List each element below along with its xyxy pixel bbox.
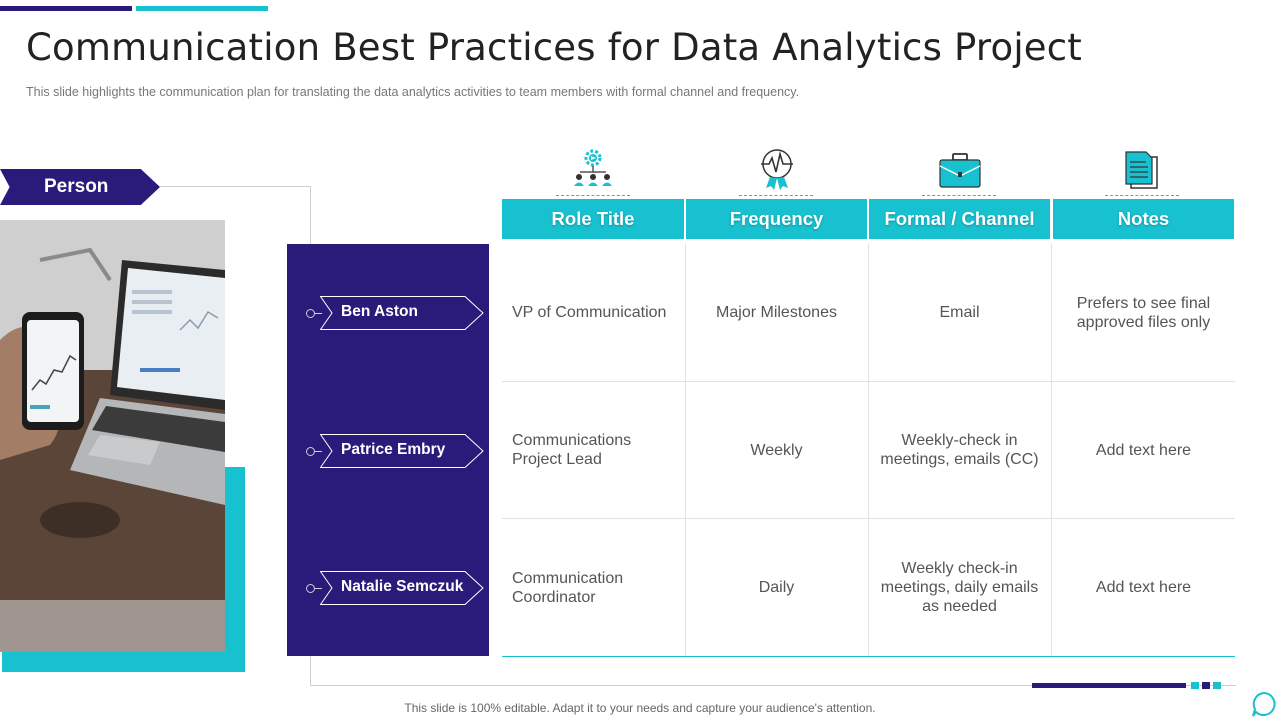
cell-channel: Weekly check-in meetings, daily emails as … (869, 519, 1050, 656)
grid-row-divider (502, 518, 1235, 519)
name-tag-natalie-semczuk (320, 571, 484, 605)
channel-line: meetings, daily emails (880, 579, 1039, 596)
connector-dot (306, 584, 315, 593)
icon-underline (922, 195, 996, 197)
cell-role: VP of Communication (512, 244, 682, 381)
channel-line: meetings, emails (CC) (880, 451, 1039, 468)
person-name: Patrice Embry (341, 441, 446, 458)
frequency-text: Major Milestones (716, 304, 837, 321)
connector-line (314, 451, 322, 452)
role-line: Communication (512, 569, 624, 587)
frequency-text: Weekly (750, 441, 803, 459)
notes-line: Prefers to see final (1076, 294, 1211, 312)
role-line: Communications (512, 432, 632, 449)
person-name: Natalie Semczuk (341, 578, 464, 595)
frequency-text: Daily (758, 579, 795, 596)
laptop-phone-photo (0, 220, 225, 652)
cell-channel: Email (869, 244, 1050, 381)
role-line: VP of Communication (512, 304, 667, 321)
table-bottom-line (502, 656, 1235, 657)
channel-line: Email (939, 304, 980, 321)
connector-dot (306, 309, 315, 318)
photo-illustration (0, 220, 225, 652)
cell-frequency: Weekly (686, 382, 867, 518)
channel-line: as needed (922, 598, 997, 615)
person-name: Ben Aston (341, 303, 418, 320)
header-frequency: Frequency (686, 199, 867, 239)
header-notes: Notes (1053, 199, 1234, 239)
icon-underline (556, 195, 630, 197)
connector-line (314, 313, 322, 314)
notes-line: approved files only (1076, 313, 1211, 331)
role-line: Project Lead (512, 451, 602, 468)
cell-notes: Add text here (1053, 382, 1234, 518)
top-accent-bar-purple (0, 6, 132, 11)
cell-frequency: Major Milestones (686, 244, 867, 381)
top-accent-bar-teal (136, 6, 268, 11)
grid-column-divider (1051, 244, 1052, 656)
cell-notes: Add text here (1053, 519, 1234, 656)
team-gear-icon (574, 149, 612, 186)
footer-accent-bar (1032, 683, 1186, 688)
notes-line: Add text here (1095, 579, 1192, 596)
role-line: Coordinator (512, 588, 596, 606)
notes-line: Add text here (1095, 441, 1192, 459)
briefcase-icon (939, 153, 981, 188)
footer-accent-square (1191, 682, 1199, 689)
frame-line-top (160, 186, 311, 187)
cell-channel: Weekly-check in meetings, emails (CC) (869, 382, 1050, 518)
icon-underline (1105, 195, 1179, 197)
chat-bubble-icon (1252, 691, 1276, 717)
name-tag-patrice-embry (320, 434, 484, 468)
person-label: Person (44, 176, 109, 197)
grid-column-divider (685, 244, 686, 656)
footer-note: This slide is 100% editable. Adapt it to… (404, 701, 876, 715)
icon-underline (739, 195, 813, 197)
slide-title: Communication Best Practices for Data An… (26, 26, 1083, 69)
connector-line (314, 588, 322, 589)
grid-row-divider (502, 381, 1235, 382)
channel-line: Weekly check-in (901, 560, 1018, 577)
footer-accent-square (1213, 682, 1221, 689)
person-label-tag: Person (0, 169, 160, 205)
grid-column-divider (868, 244, 869, 656)
person-names-panel (287, 244, 489, 656)
channel-line: Weekly-check in (901, 432, 1018, 449)
footer-accent-square (1202, 682, 1210, 689)
pulse-badge-icon (761, 149, 793, 190)
header-role-title: Role Title (502, 199, 684, 239)
name-tag-ben-aston (320, 296, 484, 330)
slide-subtitle: This slide highlights the communication … (26, 85, 800, 99)
documents-icon (1125, 151, 1158, 189)
connector-dot (306, 447, 315, 456)
header-formal-channel: Formal / Channel (869, 199, 1050, 239)
cell-frequency: Daily (686, 519, 867, 656)
frame-line-bottom (310, 685, 1236, 686)
